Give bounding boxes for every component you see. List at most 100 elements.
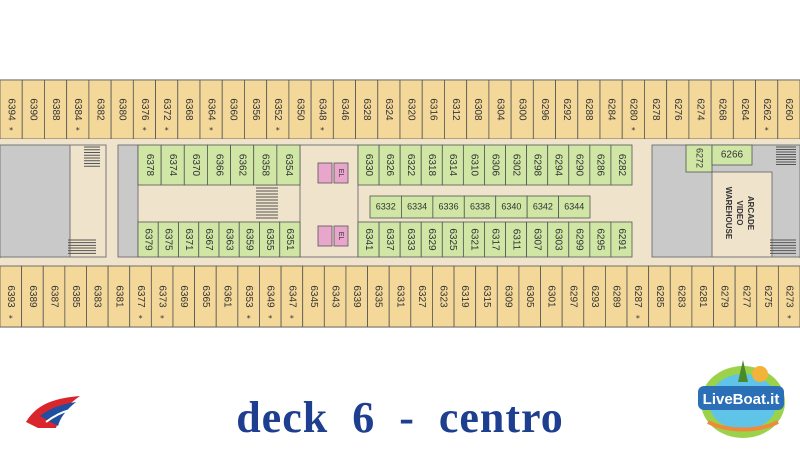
cabin-6362[interactable]: 6362 [230, 144, 255, 186]
cabin-6369[interactable]: 6369 [172, 265, 195, 328]
cabin-6284[interactable]: 6284 [599, 79, 623, 140]
cabin-6288[interactable]: 6288 [577, 79, 601, 140]
cabin-6260[interactable]: 6260 [777, 79, 800, 140]
cabin-6272[interactable]: 6272 [685, 144, 713, 173]
cabin-6345[interactable]: 6345 [302, 265, 325, 328]
cabin-6308[interactable]: 6308 [466, 79, 490, 140]
cabin-6358[interactable]: 6358 [253, 144, 278, 186]
cabin-6278[interactable]: 6278 [644, 79, 668, 140]
cabin-6281[interactable]: 6281 [691, 265, 714, 328]
cabin-6380[interactable]: 6380 [110, 79, 134, 140]
cabin-6266[interactable]: 6266 [711, 144, 753, 166]
cabin-6291[interactable]: 6291 [610, 221, 633, 258]
cabin-6356[interactable]: 6356 [244, 79, 268, 140]
cabin-6283[interactable]: 6283 [669, 265, 693, 328]
cabin-6381[interactable]: 6381 [107, 265, 131, 328]
cabin-6349[interactable]: 6349* [259, 265, 282, 328]
cabin-6393[interactable]: 6393* [0, 265, 23, 328]
cabin-6368[interactable]: 6368 [177, 79, 201, 140]
cabin-6322[interactable]: 6322 [399, 144, 422, 186]
cabin-6299[interactable]: 6299 [568, 221, 591, 258]
cabin-6279[interactable]: 6279 [713, 265, 736, 328]
cabin-6268[interactable]: 6268 [710, 79, 734, 140]
cabin-6305[interactable]: 6305 [518, 265, 541, 328]
cabin-6319[interactable]: 6319 [453, 265, 477, 328]
cabin-6341[interactable]: 6341 [357, 221, 380, 258]
cabin-6383[interactable]: 6383 [86, 265, 109, 328]
cabin-6379[interactable]: 6379 [137, 221, 159, 258]
cabin-6373[interactable]: 6373* [150, 265, 174, 328]
cabin-6282[interactable]: 6282 [610, 144, 633, 186]
cabin-6372[interactable]: 6372* [155, 79, 179, 140]
cabin-6315[interactable]: 6315 [475, 265, 498, 328]
cabin-6359[interactable]: 6359 [238, 221, 260, 258]
cabin-6390[interactable]: 6390 [21, 79, 45, 140]
cabin-6332[interactable]: 6332 [369, 195, 402, 219]
cabin-6389[interactable]: 6389 [21, 265, 44, 328]
cabin-6330[interactable]: 6330 [357, 144, 380, 186]
cabin-6354[interactable]: 6354 [276, 144, 301, 186]
cabin-6328[interactable]: 6328 [355, 79, 379, 140]
cabin-6325[interactable]: 6325 [441, 221, 464, 258]
cabin-6318[interactable]: 6318 [420, 144, 443, 186]
cabin-6320[interactable]: 6320 [399, 79, 423, 140]
cabin-6337[interactable]: 6337 [378, 221, 401, 258]
cabin-6309[interactable]: 6309 [496, 265, 520, 328]
cabin-6355[interactable]: 6355 [259, 221, 281, 258]
cabin-6307[interactable]: 6307 [526, 221, 549, 258]
cabin-6324[interactable]: 6324 [377, 79, 401, 140]
cabin-6280[interactable]: 6280* [621, 79, 645, 140]
cabin-6293[interactable]: 6293 [583, 265, 606, 328]
cabin-6366[interactable]: 6366 [207, 144, 231, 186]
cabin-6276[interactable]: 6276 [666, 79, 690, 140]
cabin-6377[interactable]: 6377* [129, 265, 152, 328]
cabin-6384[interactable]: 6384* [66, 79, 90, 140]
cabin-6300[interactable]: 6300 [510, 79, 534, 140]
cabin-6327[interactable]: 6327 [410, 265, 433, 328]
cabin-6346[interactable]: 6346 [332, 79, 356, 140]
cabin-6350[interactable]: 6350 [288, 79, 312, 140]
cabin-6316[interactable]: 6316 [421, 79, 445, 140]
cabin-6285[interactable]: 6285 [648, 265, 671, 328]
cabin-6326[interactable]: 6326 [378, 144, 401, 186]
cabin-6378[interactable]: 6378 [137, 144, 162, 186]
cabin-6388[interactable]: 6388 [44, 79, 68, 140]
cabin-6286[interactable]: 6286 [589, 144, 612, 186]
cabin-6351[interactable]: 6351 [279, 221, 301, 258]
cabin-6353[interactable]: 6353* [237, 265, 260, 328]
cabin-6340[interactable]: 6340 [495, 195, 528, 219]
cabin-6364[interactable]: 6364* [199, 79, 223, 140]
cabin-6296[interactable]: 6296 [532, 79, 556, 140]
cabin-6275[interactable]: 6275 [756, 265, 779, 328]
cabin-6331[interactable]: 6331 [388, 265, 412, 328]
cabin-6376[interactable]: 6376* [132, 79, 156, 140]
cabin-6343[interactable]: 6343 [323, 265, 347, 328]
cabin-6273[interactable]: 6273* [777, 265, 800, 328]
cabin-6352[interactable]: 6352* [266, 79, 290, 140]
cabin-6387[interactable]: 6387 [42, 265, 66, 328]
cabin-6336[interactable]: 6336 [432, 195, 465, 219]
cabin-6295[interactable]: 6295 [589, 221, 612, 258]
cabin-6303[interactable]: 6303 [547, 221, 570, 258]
cabin-6333[interactable]: 6333 [399, 221, 422, 258]
cabin-6363[interactable]: 6363 [218, 221, 240, 258]
cabin-6317[interactable]: 6317 [484, 221, 506, 258]
cabin-6310[interactable]: 6310 [462, 144, 485, 186]
cabin-6371[interactable]: 6371 [178, 221, 200, 258]
cabin-6297[interactable]: 6297 [561, 265, 585, 328]
cabin-6301[interactable]: 6301 [540, 265, 563, 328]
cabin-6360[interactable]: 6360 [221, 79, 245, 140]
cabin-6290[interactable]: 6290 [568, 144, 591, 186]
cabin-6382[interactable]: 6382 [88, 79, 112, 140]
cabin-6262[interactable]: 6262* [755, 79, 779, 140]
cabin-6292[interactable]: 6292 [555, 79, 579, 140]
cabin-6323[interactable]: 6323 [432, 265, 455, 328]
cabin-6329[interactable]: 6329 [420, 221, 443, 258]
cabin-6375[interactable]: 6375 [157, 221, 179, 258]
cabin-6311[interactable]: 6311 [505, 221, 528, 258]
cabin-6302[interactable]: 6302 [505, 144, 528, 186]
cabin-6365[interactable]: 6365 [194, 265, 217, 328]
cabin-6370[interactable]: 6370 [183, 144, 208, 186]
cabin-6335[interactable]: 6335 [367, 265, 390, 328]
cabin-6321[interactable]: 6321 [462, 221, 485, 258]
